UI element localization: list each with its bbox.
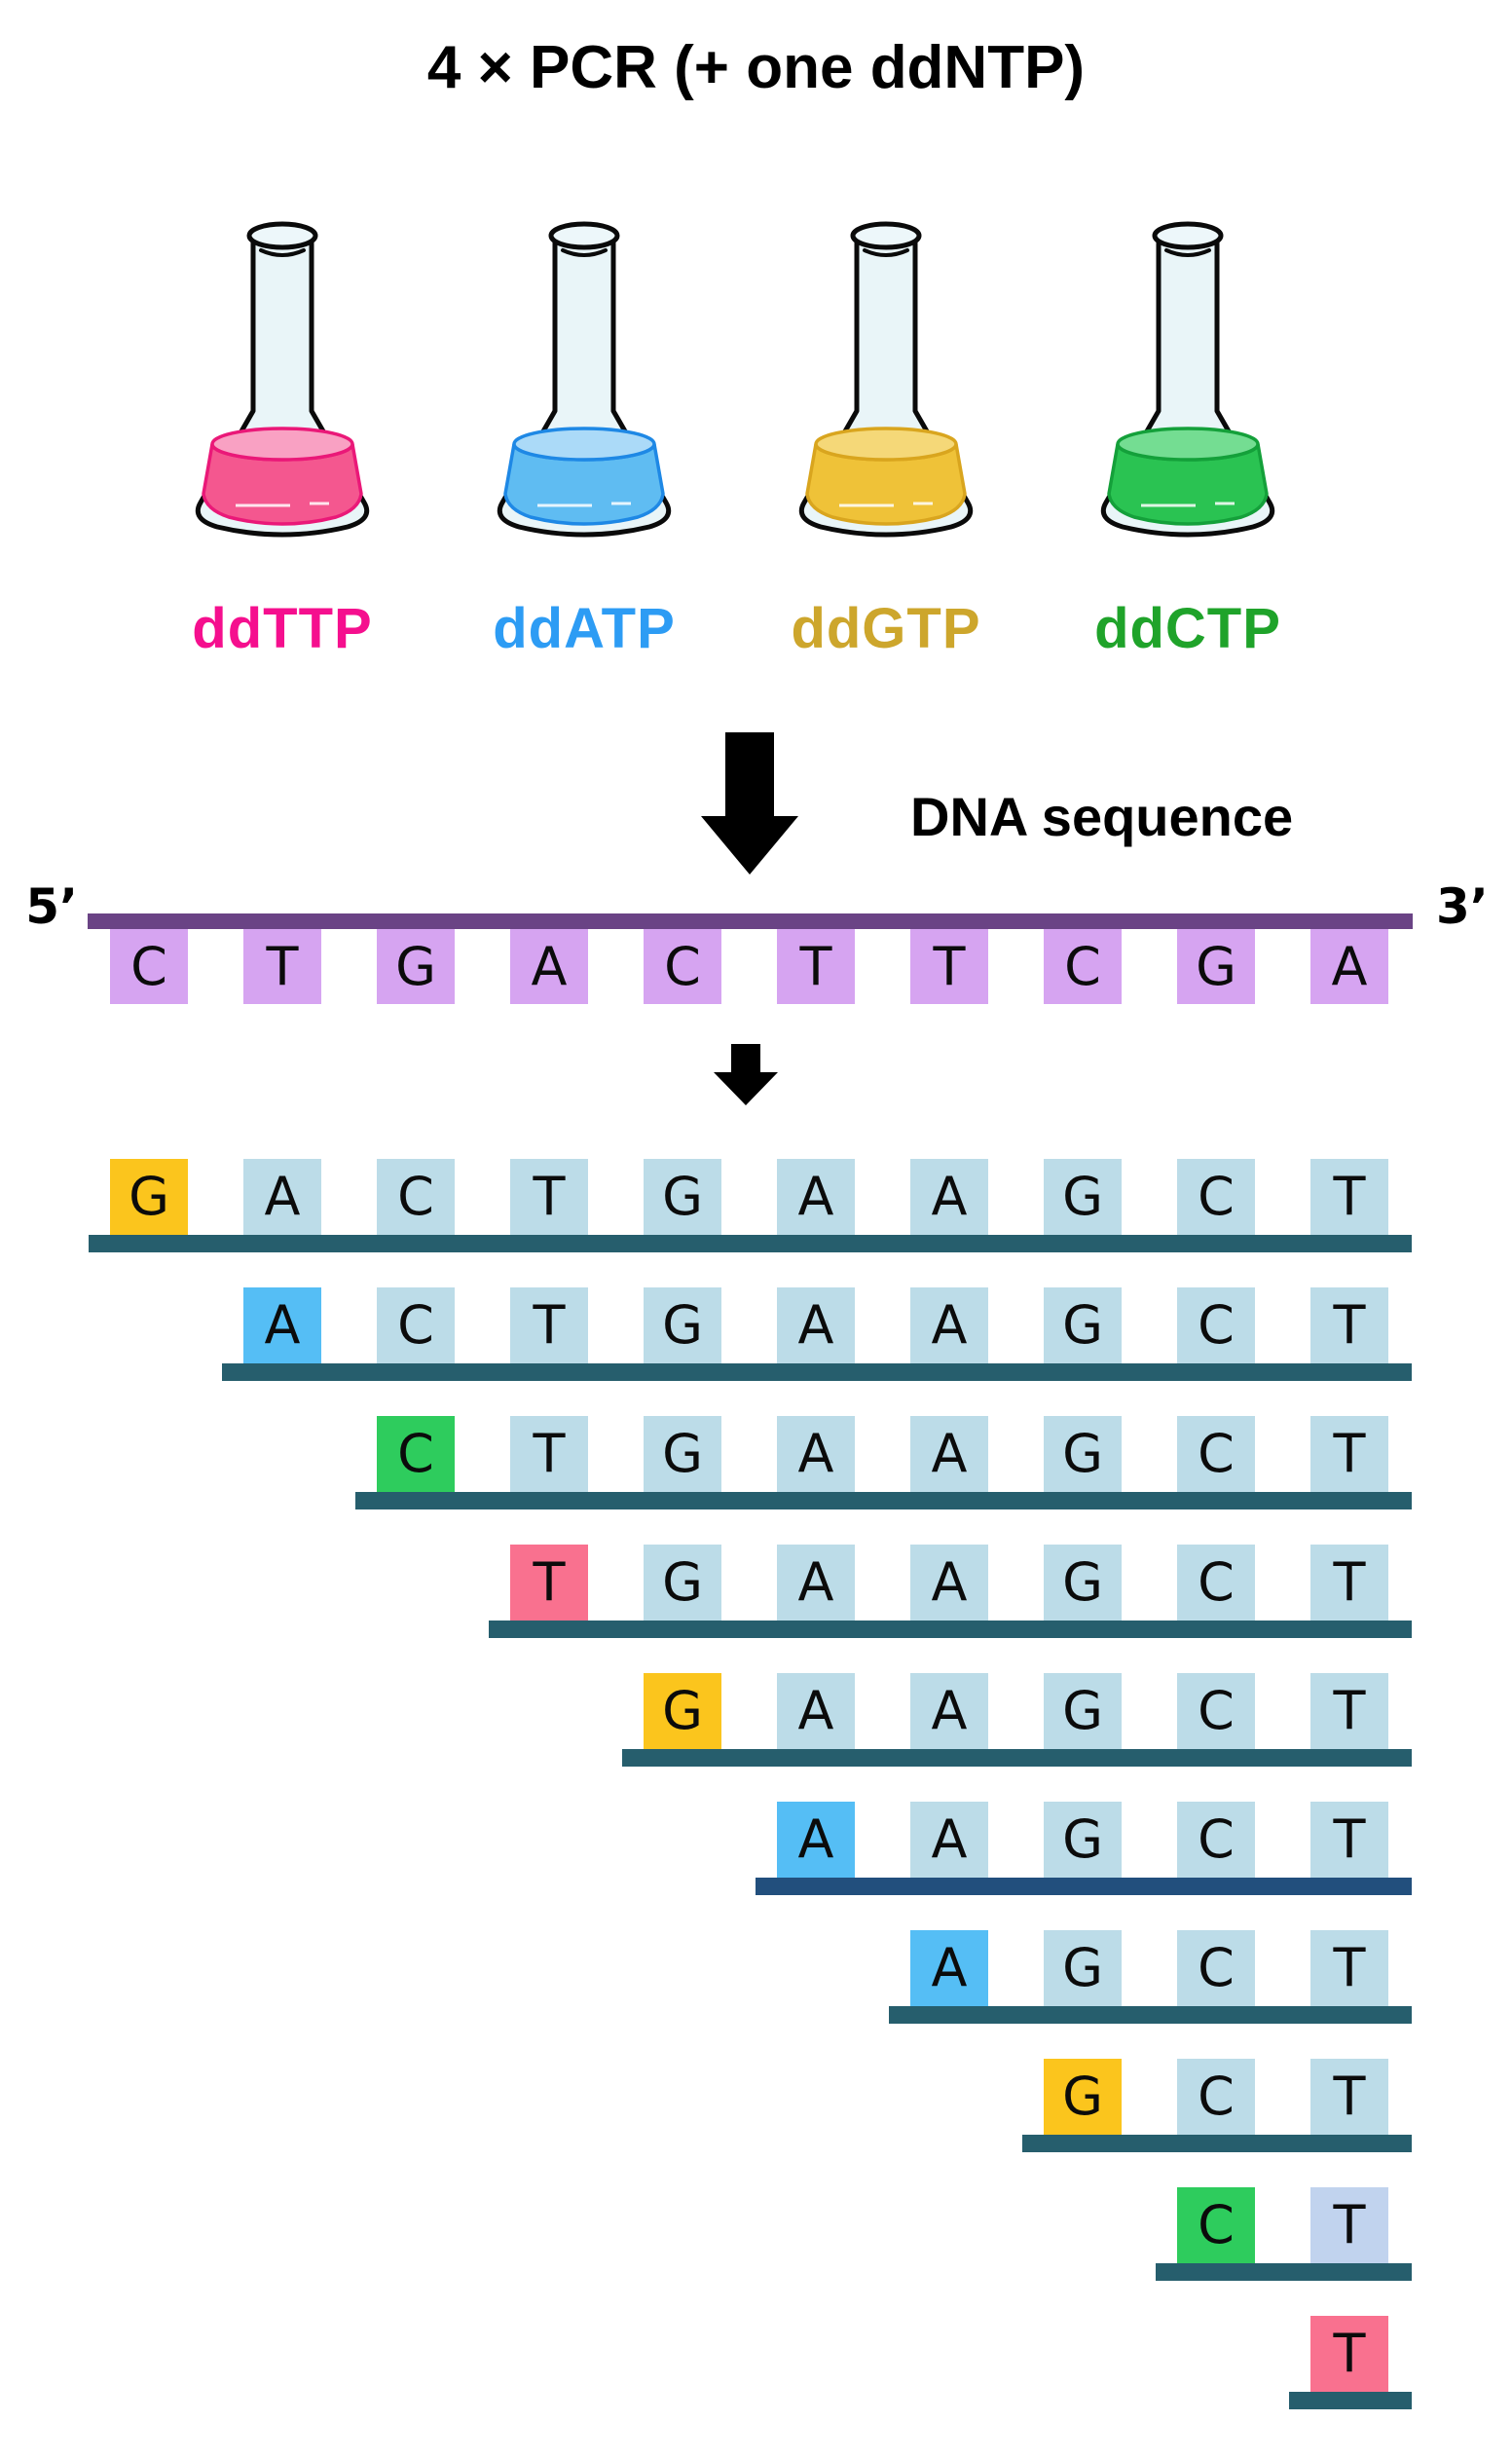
fragment-strand-bar (89, 1235, 1412, 1252)
fragment-base-box: G (1044, 1159, 1122, 1235)
fragment-base-box: C (377, 1159, 455, 1235)
fragment-strand-bar (222, 1363, 1412, 1381)
dna-base-box: T (910, 929, 988, 1004)
dna-base-box: T (243, 929, 321, 1004)
fragment-base-box: A (910, 1287, 988, 1363)
fragment-base-box: A (910, 1673, 988, 1749)
fragment-terminator-base-box: C (1177, 2187, 1255, 2263)
fragment-base-box: C (1177, 1545, 1255, 1621)
fragment-base-box: T (1310, 1159, 1388, 1235)
fragment-base-box: T (1310, 1416, 1388, 1492)
fragment-base-box: T (510, 1159, 588, 1235)
dna-strand-bar (88, 913, 1413, 929)
fragment-base-box: A (777, 1545, 855, 1621)
three-prime-label: 3’ (1436, 878, 1489, 935)
flask-ddGTP (779, 220, 993, 543)
dna-base-box: A (1310, 929, 1388, 1004)
fragment-base-box: G (1044, 1673, 1122, 1749)
dna-base-box: G (1177, 929, 1255, 1004)
flask-ddATP (477, 220, 691, 543)
fragment-base-box: G (644, 1287, 721, 1363)
fragment-terminator-base-box: G (110, 1159, 188, 1235)
fragment-base-box: C (1177, 1673, 1255, 1749)
flask-label-ddCTP: ddCTP (1094, 597, 1281, 660)
fragment-base-box: G (644, 1416, 721, 1492)
fragment-base-box: C (1177, 1159, 1255, 1235)
dna-base-box: C (110, 929, 188, 1004)
fragment-base-box: A (777, 1673, 855, 1749)
fragment-terminator-base-box: T (1310, 2316, 1388, 2392)
fragment-base-box: A (777, 1159, 855, 1235)
dna-base-box: A (510, 929, 588, 1004)
fragment-base-box: A (910, 1159, 988, 1235)
fragment-base-box: G (644, 1159, 721, 1235)
fragment-terminator-base-box: A (910, 1930, 988, 2006)
five-prime-label: 5’ (25, 878, 78, 935)
fragment-base-box: T (1310, 1287, 1388, 1363)
fragment-terminator-base-box: C (377, 1416, 455, 1492)
fragment-base-box: G (644, 1545, 721, 1621)
erlenmeyer-flask-icon (497, 221, 672, 538)
fragment-base-box: A (243, 1159, 321, 1235)
fragment-strand-bar (489, 1621, 1412, 1638)
fragment-terminator-base-box: T (510, 1545, 588, 1621)
fragment-terminator-base-box: G (644, 1673, 721, 1749)
dna-base-box: C (1044, 929, 1122, 1004)
fragment-terminator-base-box: G (1044, 2059, 1122, 2135)
fragment-strand-bar (1156, 2263, 1412, 2281)
flask-label-ddGTP: ddGTP (791, 597, 981, 660)
fragment-base-box: G (1044, 1545, 1122, 1621)
fragment-base-box: A (777, 1287, 855, 1363)
erlenmeyer-flask-icon (798, 221, 974, 538)
flask-label-ddATP: ddATP (493, 597, 676, 660)
fragment-base-box: G (1044, 1287, 1122, 1363)
fragment-base-box: T (510, 1416, 588, 1492)
fragment-base-box: G (1044, 1802, 1122, 1878)
dna-sequence-heading: DNA sequence (910, 786, 1294, 847)
page-title: 4 × PCR (+ one ddNTP) (426, 34, 1086, 101)
fragment-strand-bar (1289, 2392, 1412, 2409)
fragment-base-box: T (1310, 2059, 1388, 2135)
fragment-base-box: T (1310, 1545, 1388, 1621)
flask-ddCTP (1081, 220, 1295, 543)
fragment-base-box: C (377, 1287, 455, 1363)
down-arrow-icon (701, 732, 798, 875)
small-down-arrow-icon (714, 1044, 778, 1105)
fragment-base-box: A (777, 1416, 855, 1492)
fragment-base-box: T (1310, 2187, 1388, 2263)
fragment-strand-bar (355, 1492, 1412, 1509)
fragment-base-box: C (1177, 1930, 1255, 2006)
fragment-base-box: A (910, 1545, 988, 1621)
fragment-base-box: A (910, 1802, 988, 1878)
fragment-base-box: C (1177, 1416, 1255, 1492)
fragment-strand-bar (1022, 2135, 1412, 2152)
fragment-base-box: G (1044, 1416, 1122, 1492)
dna-base-box: T (777, 929, 855, 1004)
erlenmeyer-flask-icon (1100, 221, 1275, 538)
fragment-base-box: G (1044, 1930, 1122, 2006)
fragment-strand-bar (756, 1878, 1412, 1895)
fragment-base-box: C (1177, 1287, 1255, 1363)
dna-base-box: G (377, 929, 455, 1004)
fragment-base-box: T (1310, 1802, 1388, 1878)
fragment-strand-bar (889, 2006, 1412, 2024)
fragment-strand-bar (622, 1749, 1412, 1767)
fragment-base-box: C (1177, 2059, 1255, 2135)
fragment-base-box: A (910, 1416, 988, 1492)
fragment-base-box: T (1310, 1930, 1388, 2006)
dna-base-box: C (644, 929, 721, 1004)
fragment-terminator-base-box: A (243, 1287, 321, 1363)
erlenmeyer-flask-icon (195, 221, 370, 538)
flask-ddTTP (175, 220, 389, 543)
flask-label-ddTTP: ddTTP (192, 597, 373, 660)
fragment-base-box: T (510, 1287, 588, 1363)
fragment-base-box: T (1310, 1673, 1388, 1749)
fragment-base-box: C (1177, 1802, 1255, 1878)
fragment-terminator-base-box: A (777, 1802, 855, 1878)
